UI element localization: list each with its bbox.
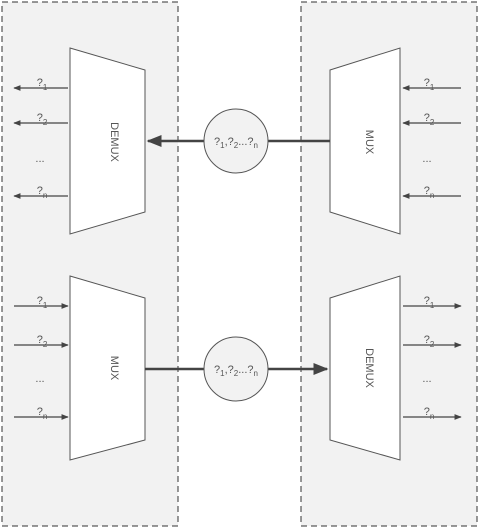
left-bottom-mux-block bbox=[69, 275, 146, 461]
right-bottom-channel-label-2: ?2 bbox=[424, 334, 435, 349]
left-top-block-label: DEMUX bbox=[108, 122, 120, 162]
left-bottom-channel-label-2: ?2 bbox=[37, 334, 48, 349]
left-bottom-channel-label-1: ?1 bbox=[37, 295, 48, 310]
bottom-signal-bubble bbox=[203, 336, 269, 402]
right-bottom-channel-label-n: ?n bbox=[424, 406, 435, 421]
channel-lines: ?1 ?2 ?n... ?1 ?2 ?n... ?1 ?2 ?n... ?1 ?2 ?n... bbox=[13, 77, 462, 421]
right-top-ellipsis: ... bbox=[422, 153, 431, 165]
right-bottom-ellipsis: ... bbox=[422, 373, 431, 385]
left-top-demux-block bbox=[69, 47, 146, 235]
right-bottom-channel-label-1: ?1 bbox=[424, 295, 435, 310]
top-bubble-label: ?1,?2...?n bbox=[214, 136, 258, 150]
left-top-ellipsis: ... bbox=[35, 153, 44, 165]
left-top-channel-label-2: ?2 bbox=[37, 112, 48, 127]
left-bottom-ellipsis: ... bbox=[35, 373, 44, 385]
right-bottom-block-label: DEMUX bbox=[363, 348, 375, 388]
left-top-channel-label-n: ?n bbox=[37, 185, 48, 200]
top-signal-bubble bbox=[203, 108, 269, 174]
left-bottom-block-label: MUX bbox=[108, 356, 120, 381]
right-top-block-label: MUX bbox=[363, 130, 375, 155]
right-top-channel-label-n: ?n bbox=[424, 185, 435, 200]
left-bottom-channel-label-n: ?n bbox=[37, 406, 48, 421]
right-bottom-demux-block bbox=[329, 275, 401, 461]
right-top-channel-label-2: ?2 bbox=[424, 112, 435, 127]
left-top-channel-label-1: ?1 bbox=[37, 77, 48, 92]
right-top-mux-block bbox=[329, 47, 401, 235]
right-top-channel-label-1: ?1 bbox=[424, 77, 435, 92]
bottom-bubble-label: ?1,?2...?n bbox=[214, 364, 258, 378]
